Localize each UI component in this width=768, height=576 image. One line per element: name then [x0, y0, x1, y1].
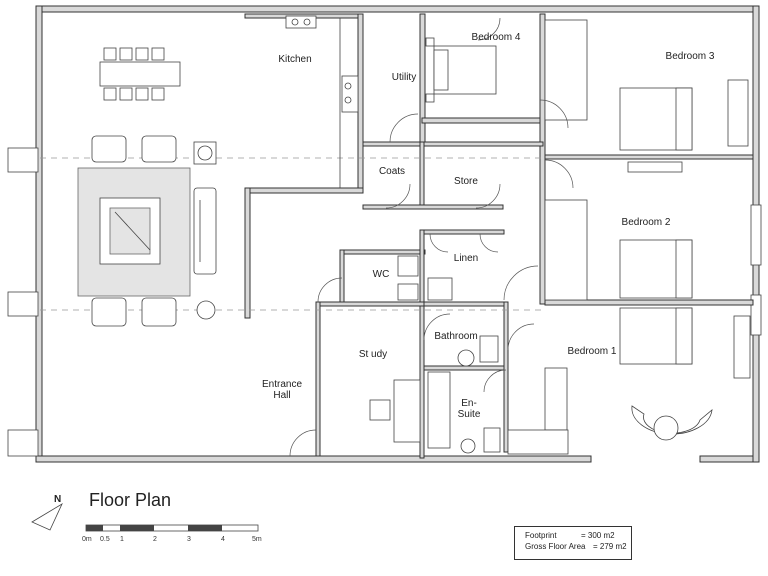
dining-table: [99, 47, 181, 101]
living-rug: [77, 167, 191, 297]
armchairs: [91, 135, 217, 327]
bedroom-2-bed: [619, 161, 693, 299]
north-label: N: [54, 494, 62, 505]
room-bathroom: Bathroom: [434, 331, 478, 342]
room-entrance-hall: Entrance Hall: [261, 379, 303, 401]
bedroom-3-bed: [619, 79, 749, 151]
scale-tick: 1: [120, 536, 124, 543]
reference-lines: [40, 157, 545, 311]
gross-area-label: Gross Floor Area: [525, 542, 586, 551]
wardrobes: [507, 19, 588, 455]
scale-bar: [85, 524, 259, 532]
room-en-suite: En- Suite: [457, 398, 481, 420]
bathroom-fixtures: [397, 255, 501, 454]
scale-tick: 3: [187, 536, 191, 543]
room-utility: Utility: [391, 72, 417, 83]
scale-tick: 0m: [82, 536, 92, 543]
room-coats: Coats: [378, 166, 406, 177]
room-wc: WC: [372, 269, 390, 280]
footprint-row: Footprint = 300 m2: [525, 530, 631, 541]
room-bedroom-1: Bedroom 1: [567, 346, 617, 357]
page-title: Floor Plan: [89, 490, 172, 510]
scale-tick: 4: [221, 536, 225, 543]
footprint-label: Footprint: [525, 531, 557, 540]
room-linen: Linen: [453, 253, 479, 264]
room-study: St udy: [358, 349, 388, 360]
gross-area-row: Gross Floor Area = 279 m2: [525, 541, 631, 552]
bedroom-4-bed: [425, 37, 497, 103]
area-summary: Footprint = 300 m2 Gross Floor Area = 27…: [514, 526, 632, 560]
study-furniture: [369, 379, 421, 443]
room-bedroom-2: Bedroom 2: [621, 217, 671, 228]
gross-area-value: = 279 m2: [593, 542, 627, 551]
windows: [7, 147, 762, 457]
bedroom-1-bed: [619, 307, 751, 441]
scale-tick: 0.5: [100, 536, 110, 543]
door-swings: [289, 17, 574, 457]
sofa: [193, 187, 217, 275]
footprint-value: = 300 m2: [581, 531, 615, 540]
kitchen-fixtures: [285, 15, 359, 188]
room-store: Store: [454, 176, 478, 187]
interior-walls: [244, 13, 754, 459]
north-arrow: [31, 502, 63, 531]
room-bedroom-4: Bedroom 4: [471, 32, 521, 43]
room-bedroom-3: Bedroom 3: [665, 51, 715, 62]
scale-tick: 2: [153, 536, 157, 543]
room-kitchen: Kitchen: [278, 54, 312, 65]
scale-tick: 5m: [252, 536, 262, 543]
